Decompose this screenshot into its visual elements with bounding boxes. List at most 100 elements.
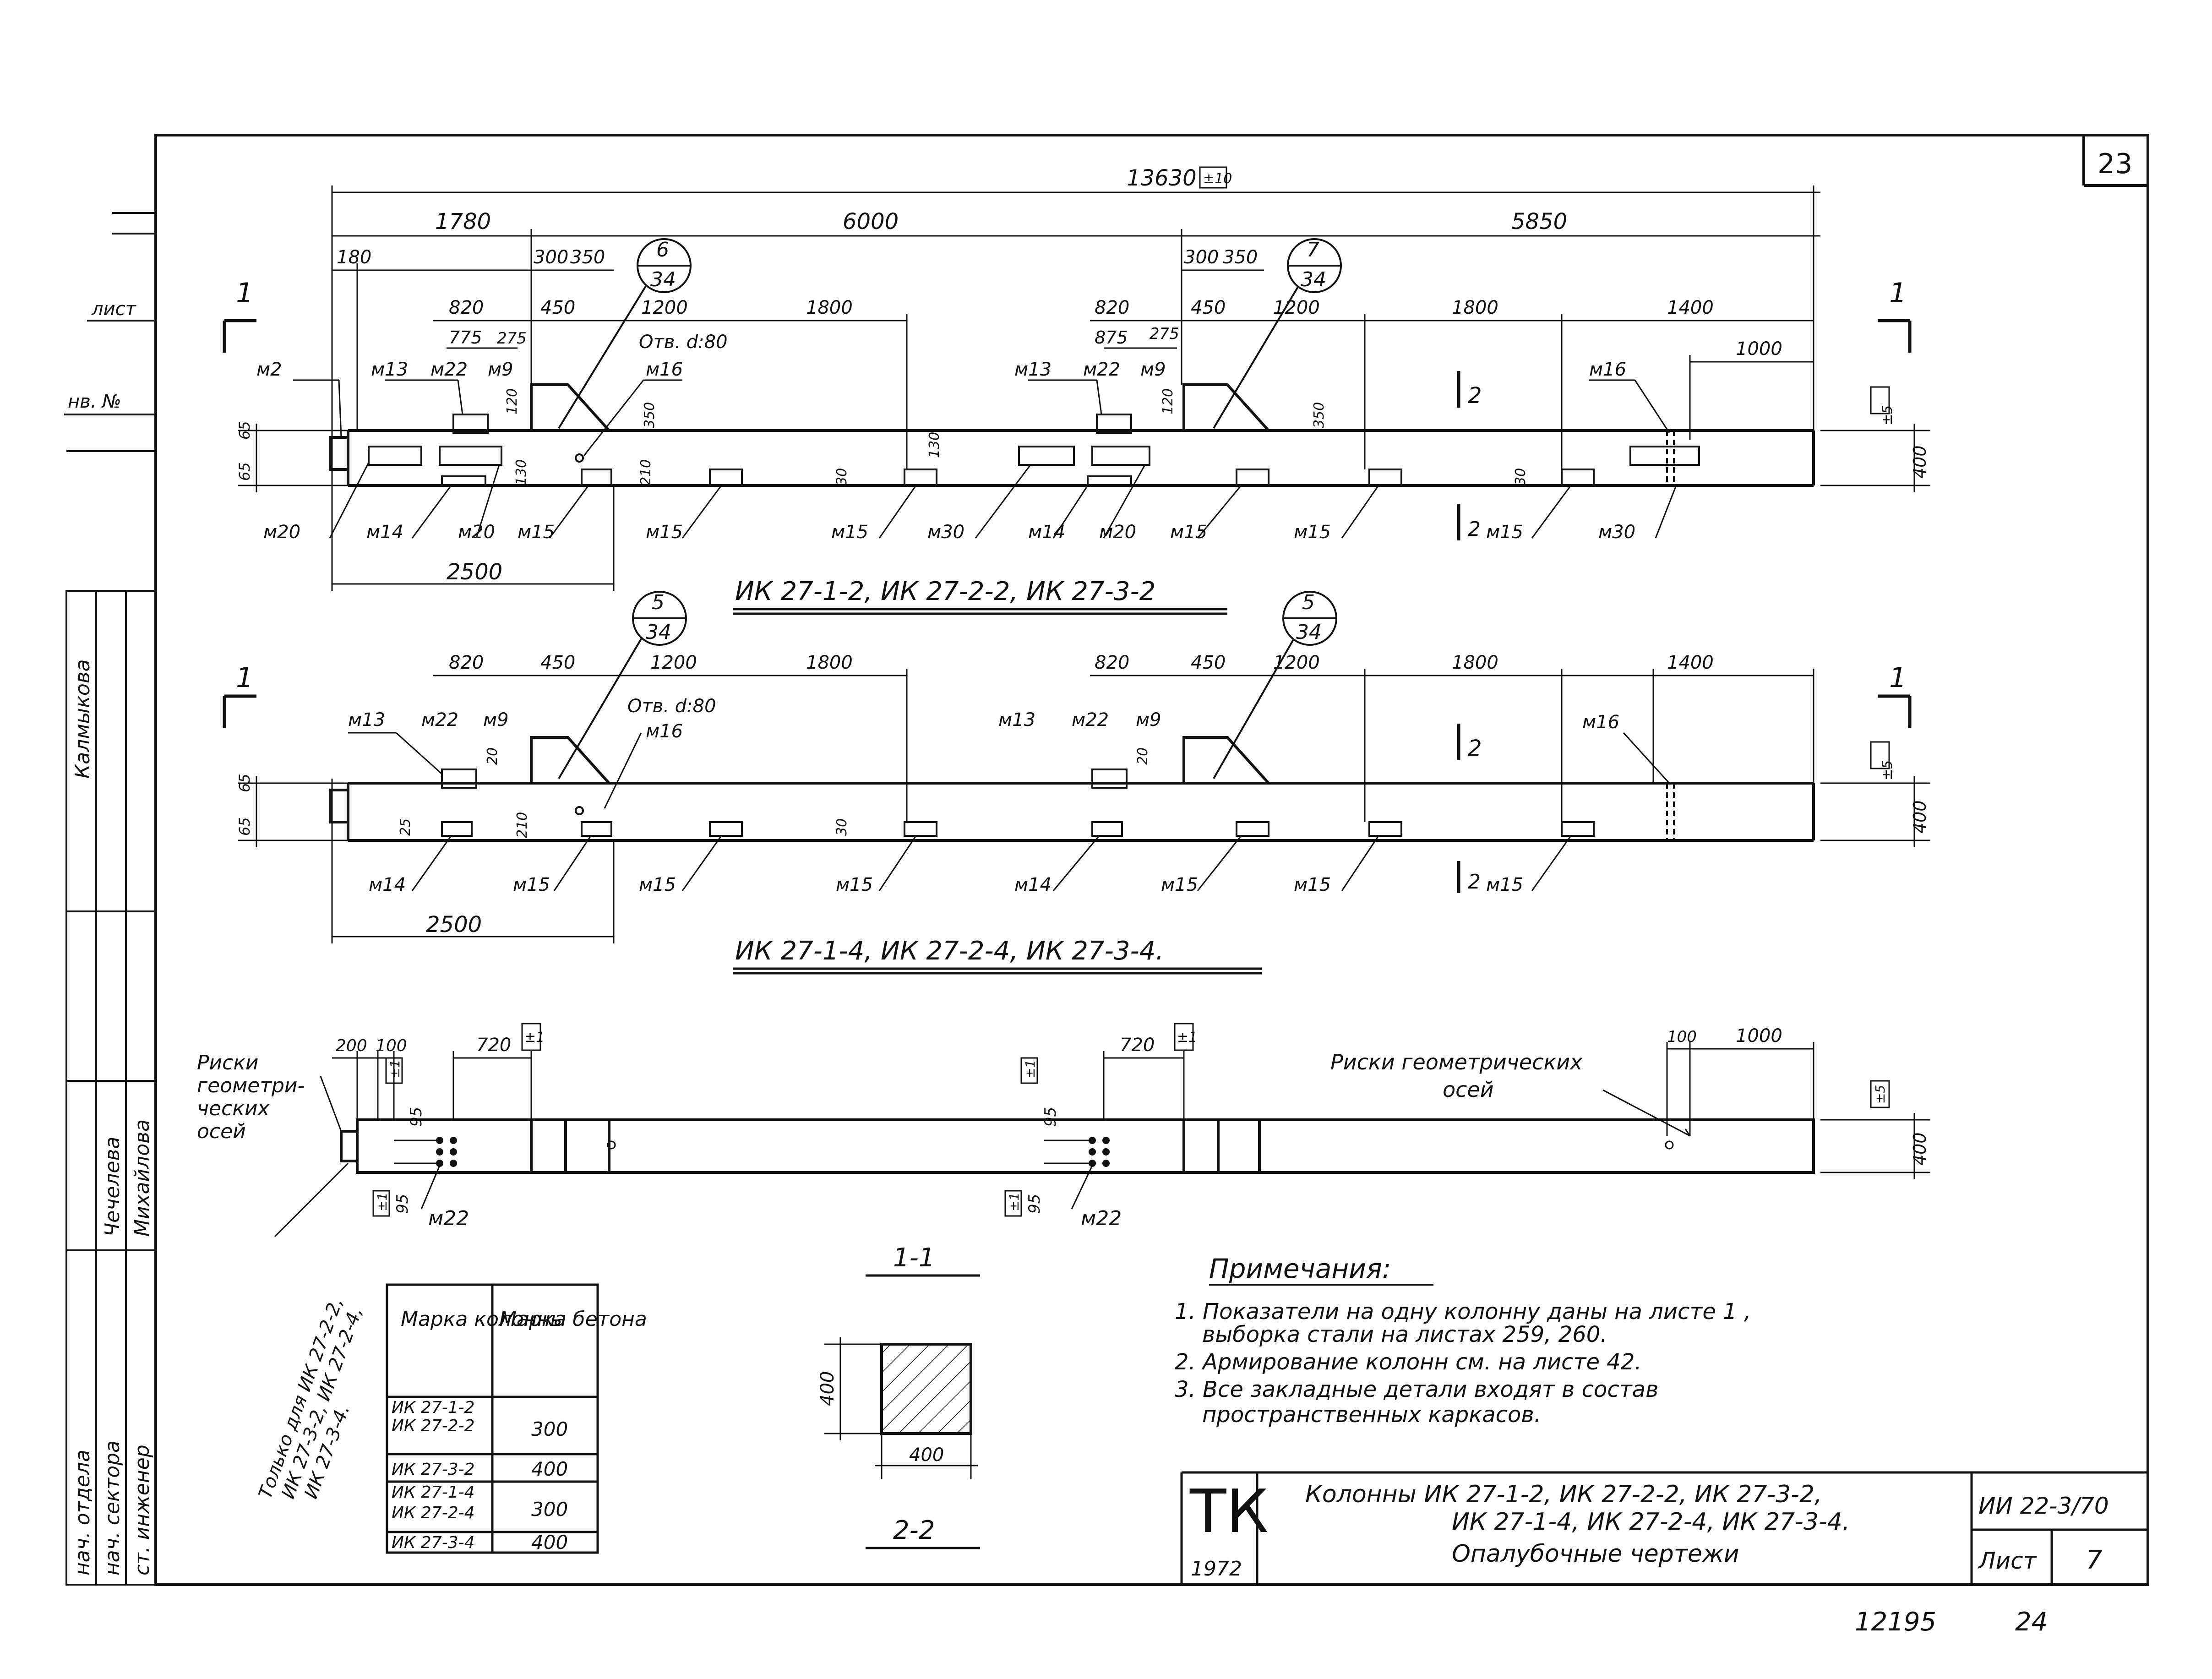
plan2-mark-m9-r: м9	[1136, 709, 1161, 730]
elev-dim-720-r: 720	[1120, 1035, 1155, 1056]
plan1-dim-350-r: 350	[1223, 247, 1258, 268]
stamp-name-1: Калмыкова	[71, 659, 94, 779]
plan2-mark-m13-r: м13	[998, 709, 1035, 730]
section-label-bottom: 2-2	[893, 1515, 935, 1545]
plan1-section-marks	[223, 319, 1912, 540]
plan1-mark-m16-r: м16	[1589, 359, 1626, 380]
plan2-dim-1800-l: 1800	[806, 652, 853, 673]
elev-tol1-c: ±1	[387, 1060, 403, 1079]
plan1-dim-180: 180	[337, 247, 371, 268]
plan1-mark-m30-a: м30	[927, 522, 964, 543]
plan1-dim-6000: 6000	[843, 209, 899, 234]
plan2-tol-boxes	[1870, 741, 1890, 769]
plan1-dim-1000: 1000	[1736, 338, 1782, 360]
plan-1: 13630 ±10 1780 6000 5850 180 300 350 300…	[223, 165, 1930, 615]
title-block-line-2: ИК 27-1-4, ИК 27-2-4, ИК 27-3-4.	[1452, 1508, 1850, 1536]
plan1-mark-m15-d: м15	[1170, 522, 1207, 543]
elev-label-right-1: Риски геометрических	[1330, 1050, 1583, 1074]
plan2-mark-m16-l: м16	[646, 721, 683, 742]
title-block-line-3: Опалубочные чертежи	[1452, 1540, 1739, 1568]
plan2-section-marks	[223, 694, 1912, 893]
grade-row4-value: 400	[531, 1531, 568, 1554]
plan1-dim-1780: 1780	[435, 209, 491, 234]
stamp-role-2: нач. сектора	[101, 1440, 124, 1575]
plan1-hole: Отв. d:80	[639, 332, 728, 353]
elev-d95-c: 95	[393, 1194, 412, 1214]
sheet-number: 23	[2098, 148, 2132, 180]
elevation-beam-outline	[340, 1118, 1815, 1174]
grade-row1-a: ИК 27-1-2	[392, 1398, 475, 1417]
plan1-height: 400	[1910, 445, 1930, 479]
plan2-section-l: 1	[236, 662, 253, 694]
plan1-dim-1800-r: 1800	[1452, 297, 1498, 318]
elev-tol1-e: ±1	[375, 1193, 390, 1211]
plan2-beam-outline	[329, 736, 1815, 842]
plan2-dim-820-r: 820	[1095, 652, 1129, 673]
plan2-title-underline	[733, 967, 1262, 975]
title-block-code: ИИ 22-3/70	[1978, 1493, 2109, 1519]
plan1-tol5: ±5	[1880, 405, 1896, 425]
plan2-callout-b-top: 5	[1302, 591, 1315, 614]
plan1-mark-m14-a: м14	[366, 522, 403, 543]
notes-heading: Примечания:	[1209, 1253, 1391, 1284]
grade-row3-value: 300	[531, 1498, 568, 1521]
plan1-title: ИК 27-1-2, ИК 27-2-2, ИК 27-3-2	[735, 577, 1155, 606]
elev-label-left-1: Риски	[197, 1051, 259, 1074]
grade-header-grade: Марка бетона	[499, 1308, 647, 1331]
plan1-mark-m13-l: м13	[371, 359, 408, 380]
plan1-dim-1400: 1400	[1667, 297, 1714, 318]
plan2-mark-m15-d: м15	[1161, 874, 1198, 895]
plan1-callout-b-bottom: 34	[1301, 268, 1326, 291]
grade-row3-b: ИК 27-2-4	[392, 1504, 475, 1522]
plan1-dim-130-l: 130	[513, 459, 529, 485]
section-dim-h: 400	[909, 1445, 944, 1466]
plan1-mark-m14-b: м14	[1028, 522, 1065, 543]
grade-header-col-text: Марка колонны	[401, 1308, 566, 1331]
plan1-overall: 13630	[1127, 165, 1197, 191]
elev-tol1-d: ±1	[1023, 1060, 1038, 1079]
plan1-dim-450-r: 450	[1191, 297, 1226, 318]
plan1-dim-875: 875	[1095, 327, 1128, 348]
plan2-dim-450-l: 450	[540, 652, 575, 673]
plan2-dim-1200-r: 1200	[1273, 652, 1320, 673]
plan2-dim-65a: 65	[236, 774, 253, 792]
plan2-dim-20-l: 20	[485, 747, 501, 765]
elev-dim-200: 200	[336, 1036, 367, 1055]
elevation-points	[436, 1137, 1674, 1167]
grade-row2-value: 400	[531, 1458, 568, 1480]
notes-line-3: 2. Армирование колонн см. на листе 42.	[1175, 1349, 1642, 1375]
stamp-name-3: Михайлова	[131, 1119, 154, 1237]
plan1-tol-boxes	[1199, 166, 1890, 414]
title-block-line-1: Колонны ИК 27-1-2, ИК 27-2-2, ИК 27-3-2,	[1305, 1481, 1822, 1508]
plan1-dim-350-r2: 350	[1311, 402, 1327, 428]
plan1-dim-300-r: 300	[1184, 247, 1219, 268]
plan1-dim-820-r: 820	[1095, 297, 1129, 318]
elev-d95-b: 95	[1041, 1107, 1060, 1127]
notes-line-4: 3. Все закладные детали входят в состав	[1175, 1377, 1658, 1402]
plan1-callout-a-top: 6	[656, 238, 669, 262]
plan2-mark-m14-r: м14	[1014, 874, 1052, 895]
elev-label-left-4: осей	[197, 1120, 246, 1143]
plan2-mark-m16-r: м16	[1582, 712, 1619, 733]
elevation-tol-boxes	[372, 1023, 1890, 1217]
plan2-callout-b-bottom: 34	[1296, 621, 1322, 644]
elev-tol1-b: ±1	[1177, 1030, 1197, 1046]
elev-dim-720-l: 720	[476, 1035, 511, 1056]
grade-row1-b: ИК 27-2-2	[392, 1417, 475, 1435]
plan1-mark-m15-f: м15	[1486, 522, 1523, 543]
plan1-overall-tol: ±10	[1203, 171, 1232, 187]
plan2-mark-m15-e: м15	[1294, 874, 1331, 895]
plan2-tol5: ±5	[1880, 760, 1896, 780]
plan2-callout-a-top: 5	[652, 591, 665, 614]
plan2-mark-m9-l: м9	[483, 709, 509, 730]
bottom-number-1: 12195	[1855, 1607, 1936, 1637]
grade-row4-a: ИК 27-3-4	[392, 1533, 475, 1552]
plan1-dim-275-l: 275	[497, 329, 527, 348]
plan2-embedded-plates	[441, 769, 1675, 840]
plan2-section2-bottom: 2	[1468, 870, 1481, 894]
plan2-dim-1800-r: 1800	[1452, 652, 1498, 673]
elev-label-right-2: осей	[1443, 1077, 1494, 1102]
elev-tol1-a: ±1	[524, 1030, 545, 1046]
plan1-dim-120-r: 120	[1160, 388, 1176, 414]
